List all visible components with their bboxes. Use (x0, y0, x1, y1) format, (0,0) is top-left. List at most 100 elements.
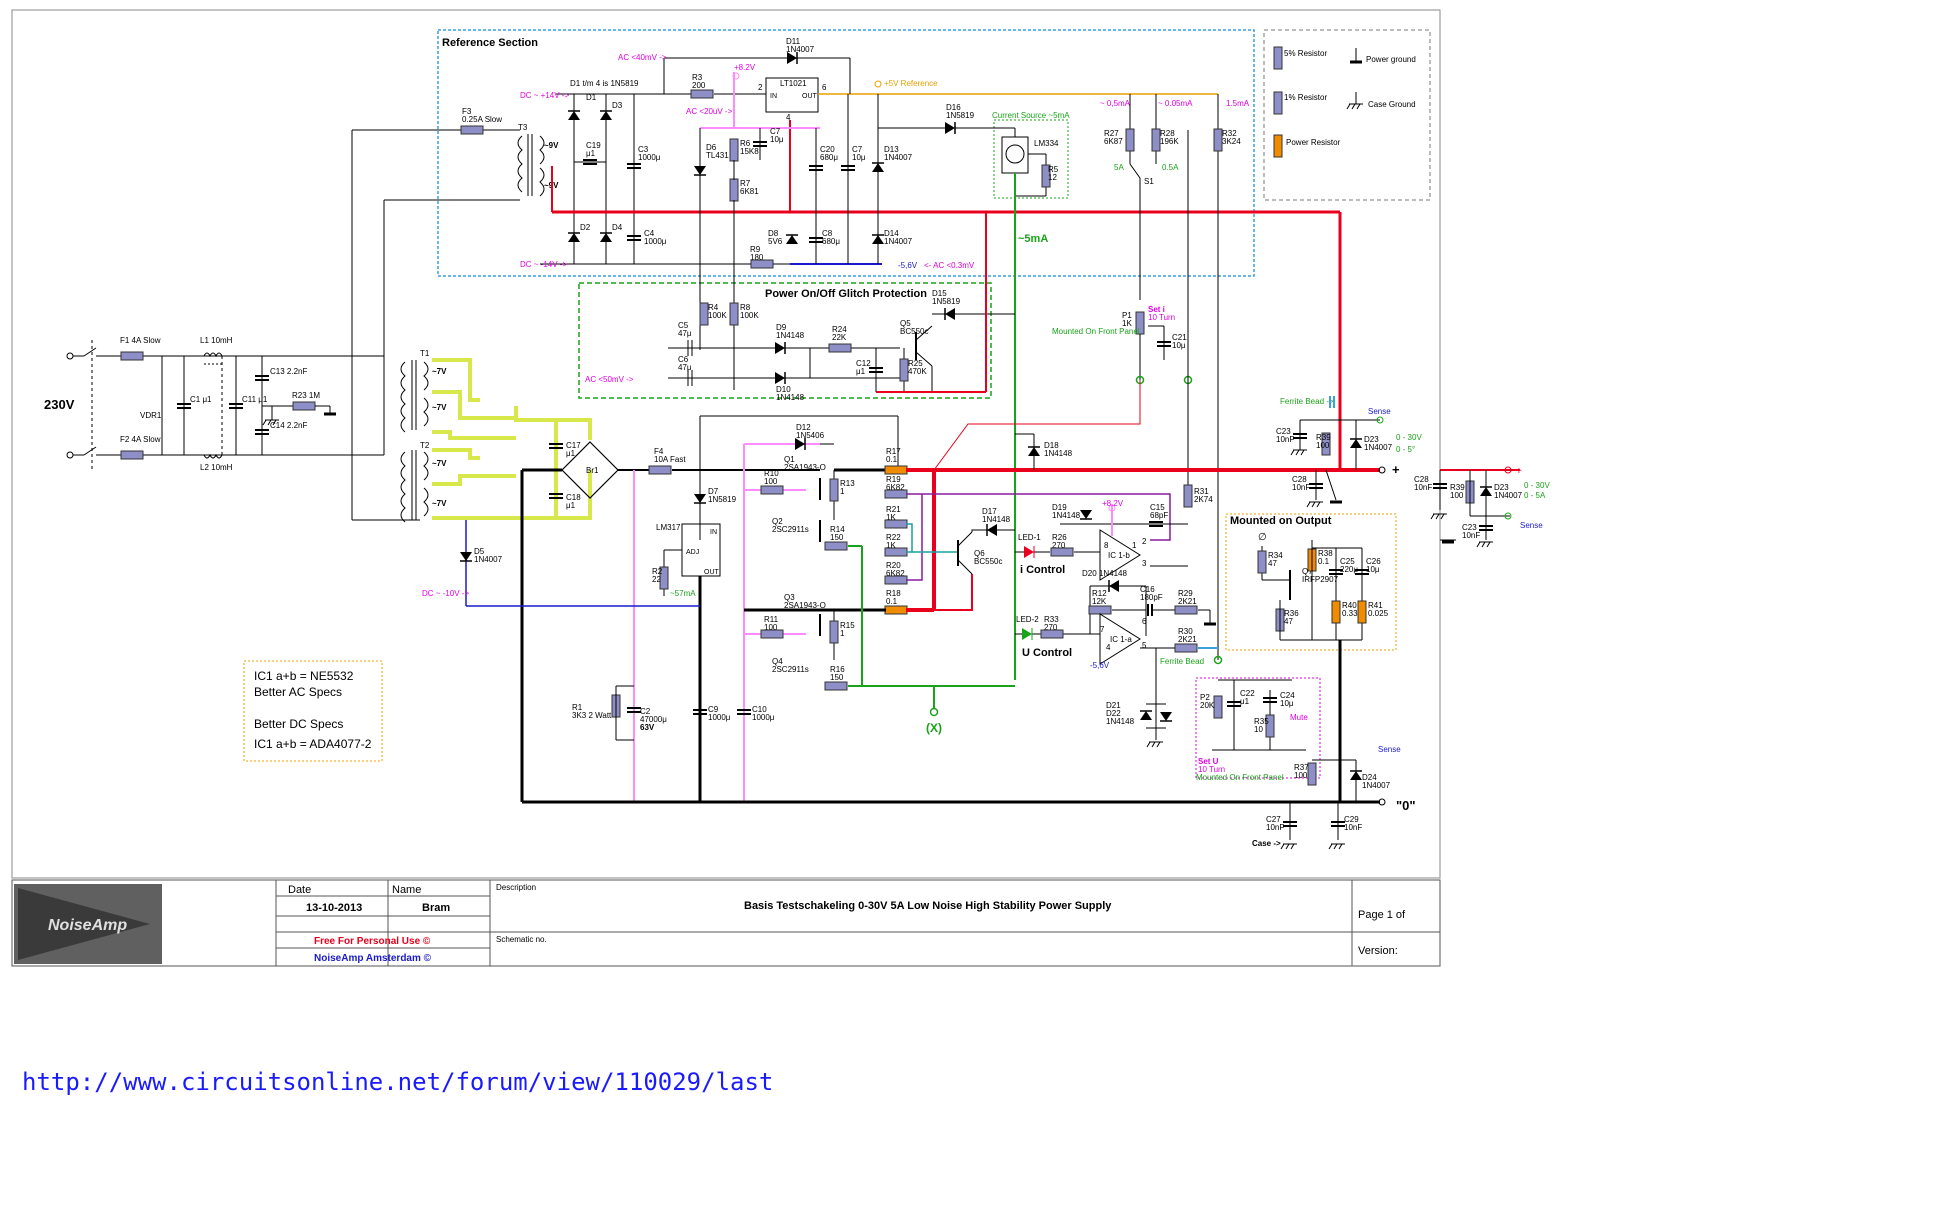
svg-text:R9: R9 (750, 245, 761, 254)
svg-text:0.1: 0.1 (886, 597, 898, 606)
svg-text:IC 1-a: IC 1-a (1110, 635, 1132, 644)
svg-text:1K: 1K (886, 541, 896, 550)
svg-text:C6: C6 (678, 355, 689, 364)
svg-text:10μ: 10μ (852, 153, 866, 162)
svg-text:1N5819: 1N5819 (932, 297, 961, 306)
svg-text:R6: R6 (740, 139, 751, 148)
svg-text:i Control: i Control (1020, 564, 1065, 576)
svg-text:1N4148: 1N4148 (1044, 449, 1073, 458)
svg-text:D12: D12 (796, 423, 811, 432)
svg-text:0 - 30V: 0 - 30V (1396, 433, 1422, 442)
svg-text:Ferrite Bead ->: Ferrite Bead -> (1280, 397, 1334, 406)
svg-text:0.025: 0.025 (1368, 609, 1389, 618)
svg-text:47μ: 47μ (678, 329, 692, 338)
schematic-no-label: Schematic no. (496, 935, 547, 944)
svg-text:1N4148: 1N4148 (776, 331, 805, 340)
svg-text:DC ~ +14V ->: DC ~ +14V -> (520, 91, 569, 100)
svg-text:DC ~ -14V ->: DC ~ -14V -> (520, 260, 567, 269)
mounted-output-title: Mounted on Output (1230, 515, 1332, 527)
svg-text:10μ: 10μ (770, 135, 784, 144)
svg-text:0 - 30V: 0 - 30V (1524, 481, 1550, 490)
svg-text:R31: R31 (1194, 487, 1209, 496)
name-label: Name (392, 884, 421, 896)
svg-text:Sense: Sense (1520, 521, 1543, 530)
legend-power-ground: Power ground (1366, 55, 1416, 64)
svg-text:R13: R13 (840, 479, 855, 488)
svg-text:0.1: 0.1 (886, 455, 898, 464)
version-label: Version: (1358, 945, 1398, 957)
svg-text:2K21: 2K21 (1178, 597, 1197, 606)
svg-text:10nF: 10nF (1414, 483, 1432, 492)
svg-text:100K: 100K (708, 311, 727, 320)
svg-text:220μ: 220μ (1340, 565, 1358, 574)
svg-text:C24: C24 (1280, 691, 1295, 700)
svg-text:C5: C5 (678, 321, 689, 330)
svg-text:196K: 196K (1160, 137, 1179, 146)
svg-text:4: 4 (786, 113, 791, 122)
svg-text:Br1: Br1 (586, 466, 599, 475)
logo-text: NoiseAmp (48, 917, 127, 934)
svg-text:LM317: LM317 (656, 523, 681, 532)
forum-link[interactable]: http://www.circuitsonline.net/forum/view… (22, 1068, 774, 1096)
svg-text:R20: R20 (886, 561, 901, 570)
svg-text:D2: D2 (580, 223, 591, 232)
svg-text:R28: R28 (1160, 129, 1175, 138)
svg-text:1N4148: 1N4148 (982, 515, 1011, 524)
svg-text:22: 22 (652, 575, 661, 584)
svg-text:R4: R4 (708, 303, 719, 312)
svg-text:C29: C29 (1344, 815, 1359, 824)
svg-text:Mounted On Front Panel: Mounted On Front Panel (1196, 773, 1284, 782)
component-label: VDR1 (140, 411, 162, 420)
note-line-2: Better AC Specs (254, 685, 342, 699)
svg-text:1K: 1K (1122, 319, 1132, 328)
svg-text:Sense: Sense (1378, 745, 1401, 754)
svg-text:OUT: OUT (802, 93, 818, 100)
svg-text:(X): (X) (926, 721, 942, 735)
page-label: Page 1 of (1358, 909, 1406, 921)
svg-text:5: 5 (1142, 641, 1147, 650)
svg-text:6K81: 6K81 (740, 187, 759, 196)
svg-text:0.25A Slow: 0.25A Slow (462, 115, 502, 124)
svg-text:1N4007: 1N4007 (884, 153, 913, 162)
svg-text:1K: 1K (886, 513, 896, 522)
svg-text:22K: 22K (832, 333, 847, 342)
svg-text:D4: D4 (612, 223, 623, 232)
svg-text:8: 8 (1104, 541, 1109, 550)
note-line-3: Better DC Specs (254, 717, 343, 731)
svg-text:D15: D15 (932, 289, 947, 298)
svg-text:150: 150 (830, 673, 844, 682)
svg-text:10μ: 10μ (1280, 699, 1294, 708)
svg-text:LED-2: LED-2 (1016, 615, 1039, 624)
svg-text:R7: R7 (740, 179, 751, 188)
svg-text:1000μ: 1000μ (644, 237, 667, 246)
svg-text:2: 2 (758, 83, 763, 92)
svg-text:1: 1 (840, 487, 845, 496)
component-label: C14 2.2nF (270, 421, 307, 430)
svg-text:1N4007: 1N4007 (474, 555, 503, 564)
svg-text:C21: C21 (1172, 333, 1187, 342)
svg-text:180: 180 (750, 253, 764, 262)
svg-text:1.5mA: 1.5mA (1226, 99, 1250, 108)
svg-text:10nF: 10nF (1276, 435, 1294, 444)
svg-text:F4: F4 (654, 447, 664, 456)
svg-text:R41: R41 (1368, 601, 1383, 610)
svg-text:D23: D23 (1494, 483, 1509, 492)
svg-text:D7: D7 (708, 487, 719, 496)
svg-text:D1: D1 (586, 93, 597, 102)
svg-text:0.1: 0.1 (1318, 557, 1330, 566)
svg-text:1: 1 (840, 629, 845, 638)
svg-text:100: 100 (1450, 491, 1464, 500)
svg-text:D21: D21 (1106, 701, 1121, 710)
svg-text:10nF: 10nF (1292, 483, 1310, 492)
svg-text:1N4148: 1N4148 (776, 393, 805, 402)
svg-text:T2: T2 (420, 441, 430, 450)
svg-text:~57mA: ~57mA (670, 589, 696, 598)
legend-power: Power Resistor (1286, 138, 1341, 147)
notes-box (243, 660, 383, 762)
svg-text:R5: R5 (1048, 165, 1059, 174)
svg-text:C26: C26 (1366, 557, 1381, 566)
svg-text:15K8: 15K8 (740, 147, 759, 156)
svg-text:R35: R35 (1254, 717, 1269, 726)
